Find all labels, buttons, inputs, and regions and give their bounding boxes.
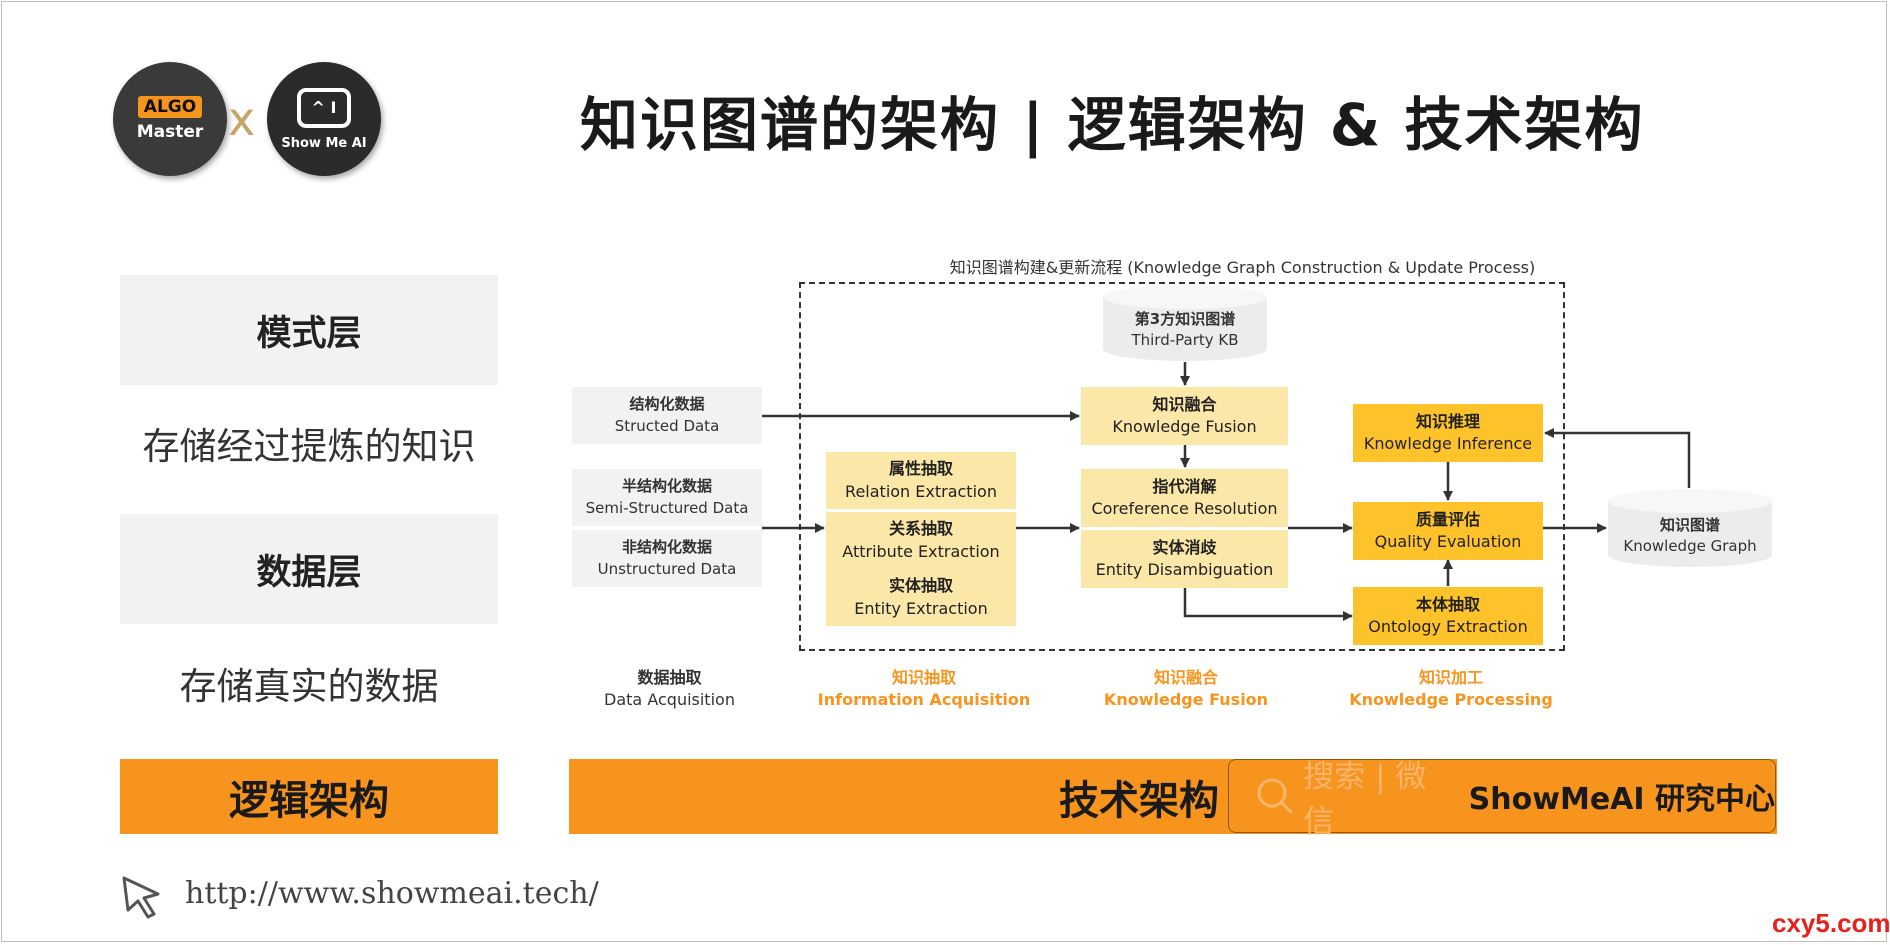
coreference-resolution-en: Coreference Resolution (1091, 499, 1278, 518)
structured-data-box: 结构化数据 Structed Data (572, 387, 762, 444)
entity-disambiguation-zh: 实体消歧 (1152, 537, 1217, 557)
schema-layer-label: 模式层 (256, 313, 362, 354)
robot-icon: ^ I (297, 87, 351, 128)
database-icon (1103, 285, 1267, 361)
data-layer-box: 数据层 (120, 514, 498, 624)
structured-data-zh: 结构化数据 (629, 394, 705, 413)
quality-evaluation-en: Quality Evaluation (1374, 532, 1522, 551)
stage-label-en: Knowledge Processing (1349, 690, 1553, 709)
third-party-kb-zh: 第3方知识图谱 (1134, 310, 1236, 328)
knowledge-graph-cylinder: 知识图谱 Knowledge Graph (1608, 489, 1772, 569)
stage-information-acquisition: 知识抽取 Information Acquisition (811, 664, 1037, 714)
stage-label-zh: 知识抽取 (891, 667, 956, 687)
relation-extraction-zh: 关系抽取 (888, 519, 953, 539)
ontology-extraction-box: 本体抽取 Ontology Extraction (1353, 587, 1543, 645)
process-title: 知识图谱构建&更新流程 (Knowledge Graph Constructio… (949, 258, 1536, 277)
knowledge-fusion-box: 知识融合 Knowledge Fusion (1081, 387, 1288, 445)
attribute-extraction-zh: 属性抽取 (888, 459, 953, 479)
entity-disambiguation-en: Entity Disambiguation (1095, 560, 1274, 579)
semi-structured-data-en: Semi-Structured Data (585, 498, 749, 517)
data-layer-desc: 存储真实的数据 (179, 665, 439, 708)
search-placeholder: 搜索 | 微信 (1303, 759, 1427, 840)
ontology-extraction-en: Ontology Extraction (1368, 617, 1528, 636)
schema-layer-desc: 存储经过提炼的知识 (142, 425, 476, 468)
showmeai-logo: ^ I Show Me AI (267, 62, 381, 176)
logical-architecture-label: 逻辑架构 (229, 777, 389, 824)
stage-label-zh: 知识融合 (1153, 667, 1218, 687)
attribute-extraction-en: Relation Extraction (845, 481, 997, 501)
stage-label-en: Information Acquisition (817, 690, 1031, 709)
entity-extraction-box: 实体抽取 Entity Extraction (826, 569, 1016, 626)
third-party-kb-cylinder: 第3方知识图谱 Third-Party KB (1103, 285, 1267, 363)
arrow-fusion-to-ontology (1183, 588, 1353, 621)
logo-separator: x (228, 92, 256, 146)
stage-knowledge-processing: 知识加工 Knowledge Processing (1338, 664, 1564, 714)
process-boundary (799, 282, 1565, 651)
quality-evaluation-zh: 质量评估 (1415, 509, 1480, 529)
knowledge-graph-zh: 知识图谱 (1659, 516, 1720, 534)
stage-label-zh: 数据抽取 (637, 667, 702, 687)
stage-label-zh: 知识加工 (1418, 667, 1483, 687)
unstructured-data-box: 非结构化数据 Unstructured Data (572, 530, 762, 587)
algo-logo-text: Master (136, 122, 204, 142)
entity-extraction-zh: 实体抽取 (888, 576, 953, 596)
database-icon (1608, 489, 1772, 567)
schema-layer-box: 模式层 (120, 275, 498, 385)
structured-data-en: Structed Data (614, 416, 720, 435)
search-brand-text: ShowMeAI 研究中心 (1468, 782, 1775, 817)
knowledge-inference-zh: 知识推理 (1415, 411, 1480, 431)
stage-data-acquisition: 数据抽取 Data Acquisition (572, 664, 767, 714)
technical-architecture-label: 技术架构 (1059, 777, 1219, 824)
knowledge-graph-en: Knowledge Graph (1623, 537, 1757, 555)
arrow-kg-to-inference (1544, 428, 1691, 488)
algo-logo-tag: ALGO (137, 96, 203, 118)
quality-evaluation-box: 质量评估 Quality Evaluation (1353, 502, 1543, 560)
semi-structured-data-zh: 半结构化数据 (621, 476, 712, 495)
knowledge-fusion-en: Knowledge Fusion (1112, 417, 1257, 436)
showmeai-logo-text: Show Me AI (281, 135, 367, 151)
wechat-search-box[interactable]: 搜索 | 微信 ShowMeAI 研究中心 (1228, 759, 1776, 840)
data-layer-label: 数据层 (256, 552, 362, 593)
algo-master-logo: ALGO Master (113, 62, 227, 176)
watermark: cxy5.com (1772, 908, 1890, 938)
unstructured-data-en: Unstructured Data (597, 559, 737, 578)
logical-architecture-bar: 逻辑架构 (120, 759, 498, 834)
website-link[interactable]: http://www.showmeai.tech/ (185, 876, 599, 911)
knowledge-fusion-zh: 知识融合 (1152, 394, 1217, 414)
knowledge-inference-box: 知识推理 Knowledge Inference (1353, 404, 1543, 462)
relation-extraction-en: Attribute Extraction (842, 541, 1000, 561)
entity-extraction-en: Entity Extraction (854, 598, 988, 618)
entity-disambiguation-box: 实体消歧 Entity Disambiguation (1081, 530, 1288, 588)
attribute-extraction-box: 属性抽取 Relation Extraction (826, 452, 1016, 509)
stage-label-en: Data Acquisition (604, 690, 735, 709)
technical-architecture-bar: 技术架构 (569, 759, 1777, 834)
cursor-pointer-icon (122, 876, 160, 919)
coreference-resolution-zh: 指代消解 (1152, 476, 1217, 496)
coreference-resolution-box: 指代消解 Coreference Resolution (1081, 469, 1288, 527)
unstructured-data-zh: 非结构化数据 (621, 537, 712, 556)
third-party-kb-en: Third-Party KB (1131, 331, 1239, 349)
stage-knowledge-fusion: 知识融合 Knowledge Fusion (1075, 664, 1297, 714)
search-icon (1257, 778, 1294, 815)
relation-extraction-box: 关系抽取 Attribute Extraction (826, 512, 1016, 569)
stage-label-en: Knowledge Fusion (1103, 690, 1269, 709)
page-title: 知识图谱的架构 | 逻辑架构 & 技术架构 (580, 91, 1645, 159)
semi-structured-data-box: 半结构化数据 Semi-Structured Data (572, 469, 762, 526)
ontology-extraction-zh: 本体抽取 (1415, 594, 1480, 614)
knowledge-inference-en: Knowledge Inference (1363, 434, 1533, 453)
